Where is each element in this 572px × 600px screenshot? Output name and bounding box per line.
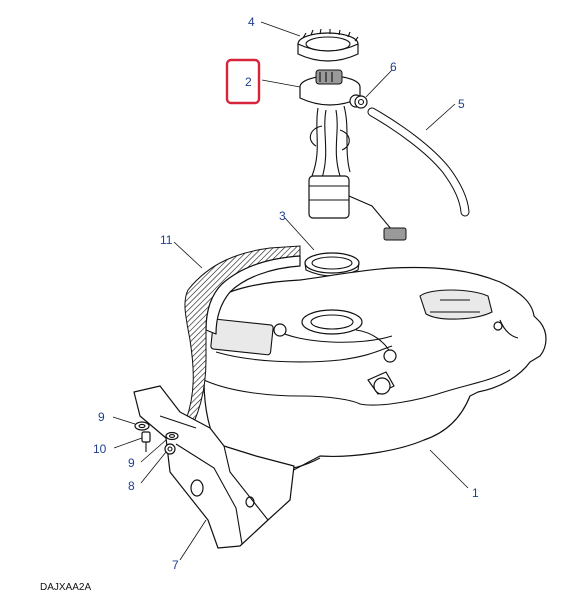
- callout-3[interactable]: 3: [279, 209, 286, 223]
- callout-2-highlight: [225, 58, 261, 105]
- callout-10[interactable]: 10: [93, 442, 107, 456]
- callout-8[interactable]: 8: [128, 479, 135, 493]
- callout-2[interactable]: 2: [245, 75, 252, 89]
- heat-shield-part[interactable]: [184, 245, 301, 423]
- fixing-nut[interactable]: [164, 443, 176, 455]
- hose-clip-part[interactable]: [354, 95, 368, 109]
- breather-hose-part[interactable]: [367, 107, 470, 217]
- fuel-tank-part[interactable]: [203, 266, 547, 476]
- callout-11[interactable]: 11: [160, 233, 173, 247]
- callout-6[interactable]: 6: [390, 60, 397, 74]
- leader-lines: [112, 21, 469, 561]
- fixing-washer-lower[interactable]: [165, 431, 179, 441]
- support-bracket-part[interactable]: [133, 385, 295, 549]
- callout-7[interactable]: 7: [172, 558, 179, 572]
- callout-4[interactable]: 4: [248, 15, 255, 29]
- diagram-reference-code: DAJXAA2A: [40, 582, 91, 593]
- callout-9-upper[interactable]: 9: [98, 410, 105, 424]
- fixing-bolt[interactable]: [141, 431, 151, 452]
- callout-1[interactable]: 1: [472, 486, 479, 500]
- fixing-washer-upper[interactable]: [134, 421, 150, 431]
- callout-9-lower[interactable]: 9: [128, 456, 135, 470]
- fuel-pump-sender-unit[interactable]: [299, 69, 407, 241]
- locking-ring-part[interactable]: [297, 28, 359, 62]
- callout-5[interactable]: 5: [458, 97, 465, 111]
